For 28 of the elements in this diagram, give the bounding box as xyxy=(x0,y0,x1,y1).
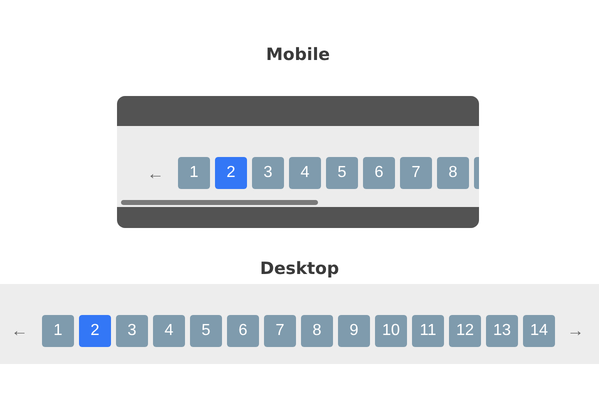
current-page-button: 2 xyxy=(215,157,247,189)
page-button: 4 xyxy=(289,157,321,189)
page-button: 5 xyxy=(190,315,222,347)
page-button: 1 xyxy=(178,157,210,189)
page-button: 10 xyxy=(375,315,407,347)
page-button: 5 xyxy=(326,157,358,189)
page-button: 1 xyxy=(42,315,74,347)
next-arrow: → xyxy=(567,321,584,341)
page-button: 3 xyxy=(252,157,284,189)
page-button: 7 xyxy=(264,315,296,347)
page-button: 14 xyxy=(523,315,555,347)
page-button: 12 xyxy=(449,315,481,347)
page-button: 4 xyxy=(153,315,185,347)
page-button: 8 xyxy=(301,315,333,347)
previous-arrow: ← xyxy=(147,164,164,184)
page-button xyxy=(474,157,479,189)
previous-arrow: ← xyxy=(11,321,28,341)
page-button: 7 xyxy=(400,157,432,189)
page-button: 6 xyxy=(363,157,395,189)
section-heading: Desktop xyxy=(260,259,340,279)
page-button: 8 xyxy=(437,157,469,189)
current-page-button: 2 xyxy=(79,315,111,347)
page-button: 13 xyxy=(486,315,518,347)
page-button: 9 xyxy=(338,315,370,347)
page-button: 6 xyxy=(227,315,259,347)
section-heading: Mobile xyxy=(266,45,330,65)
page-button: 3 xyxy=(116,315,148,347)
page-button: 11 xyxy=(412,315,444,347)
